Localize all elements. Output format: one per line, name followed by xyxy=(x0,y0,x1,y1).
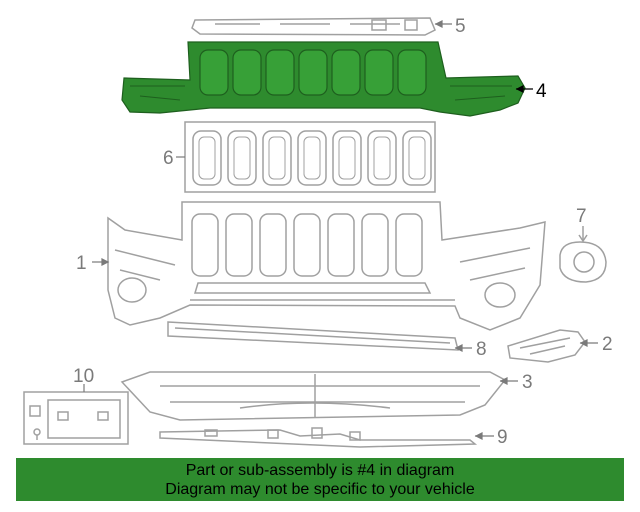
part-6-grille-insert xyxy=(184,121,436,193)
part-3-lower-fascia xyxy=(120,371,507,421)
banner-line-2: Diagram may not be specific to your vehi… xyxy=(165,481,475,498)
callout-1: 1 xyxy=(76,253,87,274)
part-2-side-bracket xyxy=(507,329,586,363)
diagram-notice-banner: Part or sub-assembly is #4 in diagram Di… xyxy=(16,458,624,501)
callout-9: 9 xyxy=(497,427,508,448)
banner-line-1: Part or sub-assembly is #4 in diagram xyxy=(185,462,455,479)
callout-3: 3 xyxy=(522,372,533,393)
part-1-bumper-cover xyxy=(107,201,546,331)
part-4-highlighted-reinforcement xyxy=(121,41,526,117)
callout-6: 6 xyxy=(163,148,174,169)
callout-7: 7 xyxy=(576,206,587,227)
leader-lines xyxy=(83,20,598,440)
part-7-fog-lamp-bezel xyxy=(559,226,607,283)
callout-8: 8 xyxy=(476,339,487,360)
part-9-skid-strip xyxy=(159,427,478,448)
callout-4: 4 xyxy=(536,81,547,102)
part-10-license-bracket xyxy=(23,391,129,445)
part-5-upper-bracket xyxy=(191,17,436,36)
callout-10: 10 xyxy=(73,366,94,387)
callout-5: 5 xyxy=(455,16,466,37)
part-8-lower-strip xyxy=(167,321,459,351)
leader-line-4 xyxy=(515,85,533,93)
callout-2: 2 xyxy=(602,334,613,355)
parts-diagram: 5 4 6 7 1 2 8 10 3 9 xyxy=(23,16,613,448)
